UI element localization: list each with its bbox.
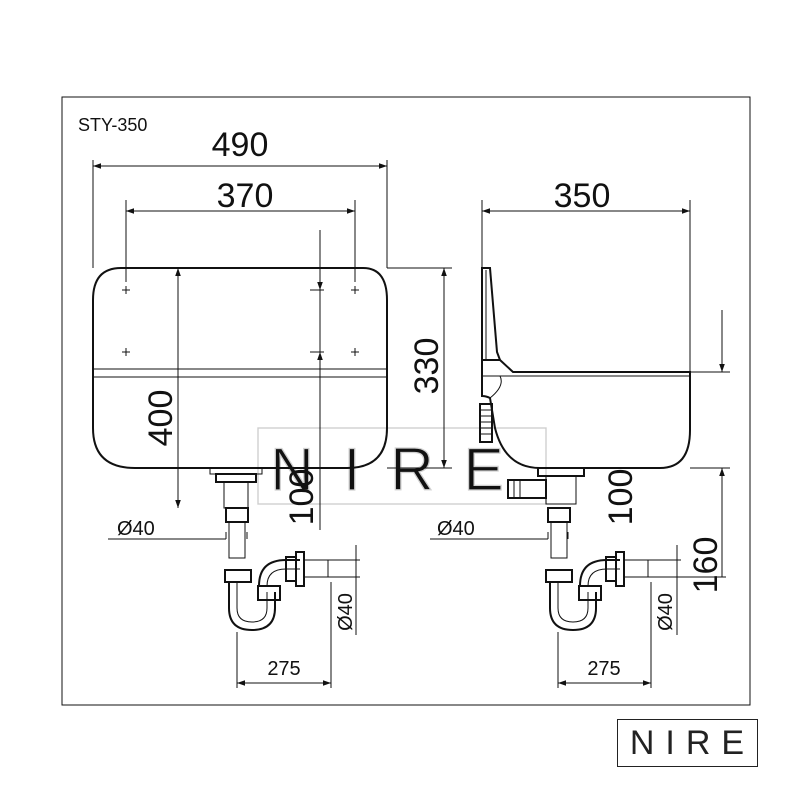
svg-text:NIRE: NIRE: [270, 436, 533, 503]
dim-trap-diameter-side: Ø40: [655, 593, 677, 631]
watermark-logo: NIRE: [257, 427, 547, 505]
dim-outlet-diameter-side: Ø40: [437, 518, 475, 540]
dim-height-bowl: 330: [408, 338, 446, 395]
drawing-frame: [61, 96, 751, 706]
front-sink-outline: [92, 267, 388, 469]
dim-trap-offset-side: 275: [587, 658, 620, 680]
dim-trap-height-side: 160: [687, 537, 725, 594]
dim-trap-offset-front: 275: [267, 658, 300, 680]
side-back-plate: [481, 267, 502, 361]
model-label: STY-350: [78, 115, 147, 135]
dim-trap-diameter-front: Ø40: [335, 593, 357, 631]
dim-height-total: 400: [142, 390, 180, 447]
dim-width-overall: 490: [212, 126, 269, 164]
dim-outlet-diameter-front: Ø40: [117, 518, 155, 540]
dim-outlet-height-side: 100: [602, 469, 640, 526]
dim-outlet-height-front: 100: [283, 469, 321, 526]
brand-logo-text: NIRE: [629, 723, 756, 762]
mounting-holes: [122, 286, 359, 356]
side-view: 350 100 160 Ø40 Ø40 275: [430, 177, 730, 688]
side-waste-trap: [507, 467, 649, 632]
side-bowl-outline: [481, 359, 691, 469]
dim-width-mount: 370: [217, 177, 274, 215]
front-view: 490 370 400 330 100 Ø40 Ø40 275: [92, 126, 452, 688]
brand-logo: NIRE: [617, 719, 758, 767]
dim-depth: 350: [554, 177, 611, 215]
front-waste-trap: [215, 473, 329, 632]
